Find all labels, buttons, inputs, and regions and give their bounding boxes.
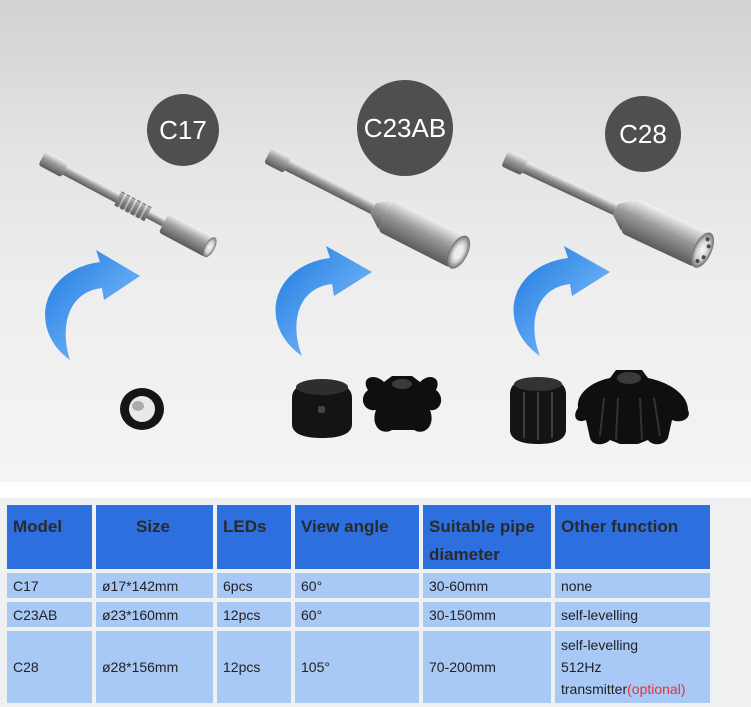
camera-illustration: [39, 148, 715, 445]
cell-view-angle: 60°: [295, 602, 419, 627]
c28-skid: [510, 377, 566, 444]
other-function-text: transmitter: [561, 681, 628, 697]
header-leds: LEDs: [217, 505, 291, 569]
header-size: Size: [96, 505, 213, 569]
cell-leds: 6pcs: [217, 573, 291, 598]
other-function-line: transmitter(optional): [561, 678, 710, 700]
table-row: C28 ø28*156mm 12pcs 105° 70-200mm self-l…: [7, 631, 710, 703]
c23ab-skid: [292, 379, 352, 438]
cell-leds: 12pcs: [217, 631, 291, 703]
table-header-row: Model Size LEDs View angle Suitable pipe…: [7, 505, 710, 569]
cell-other-function: none: [555, 573, 710, 598]
other-function-line: self-levelling: [561, 637, 639, 653]
cell-view-angle: 60°: [295, 573, 419, 598]
spec-table: Model Size LEDs View angle Suitable pipe…: [3, 501, 714, 707]
table-row: C23AB ø23*160mm 12pcs 60° 30-150mm self-…: [7, 602, 710, 627]
c17-skid-ring: [120, 388, 164, 430]
header-model: Model: [7, 505, 92, 569]
other-function-line: 512Hz: [561, 659, 602, 675]
c17-camera-head: [39, 151, 217, 258]
c23ab-camera-head: [264, 148, 471, 269]
model-badge-c17: C17: [147, 94, 219, 166]
cell-model: C23AB: [7, 602, 92, 627]
header-pipe-diameter: Suitable pipe diameter: [423, 505, 551, 569]
optional-note: (optional): [627, 681, 686, 697]
arrow-icon: [275, 246, 372, 356]
model-badge-c28: C28: [605, 96, 681, 172]
c28-camera-head: [502, 150, 715, 268]
cell-view-angle: 105°: [295, 631, 419, 703]
arrow-icon: [45, 250, 140, 360]
cell-model: C28: [7, 631, 92, 703]
product-image-panel: C17 C23AB C28: [0, 0, 751, 482]
header-view-angle: View angle: [295, 505, 419, 569]
arrow-icon: [513, 246, 610, 356]
cell-model: C17: [7, 573, 92, 598]
table-row: C17 ø17*142mm 6pcs 60° 30-60mm none: [7, 573, 710, 598]
cell-size: ø17*142mm: [96, 573, 213, 598]
c23ab-wheel-holder: [362, 376, 442, 432]
cell-other-function: self-levelling 512Hz transmitter(optiona…: [555, 631, 710, 703]
cell-other-function: self-levelling: [555, 602, 710, 627]
cell-size: ø28*156mm: [96, 631, 213, 703]
cell-pipe-diameter: 70-200mm: [423, 631, 551, 703]
cell-pipe-diameter: 30-150mm: [423, 602, 551, 627]
cell-leds: 12pcs: [217, 602, 291, 627]
cell-pipe-diameter: 30-60mm: [423, 573, 551, 598]
cell-size: ø23*160mm: [96, 602, 213, 627]
header-other-function: Other function: [555, 505, 710, 569]
model-badge-c23ab: C23AB: [357, 80, 453, 176]
c28-wheel-holder: [575, 370, 689, 445]
